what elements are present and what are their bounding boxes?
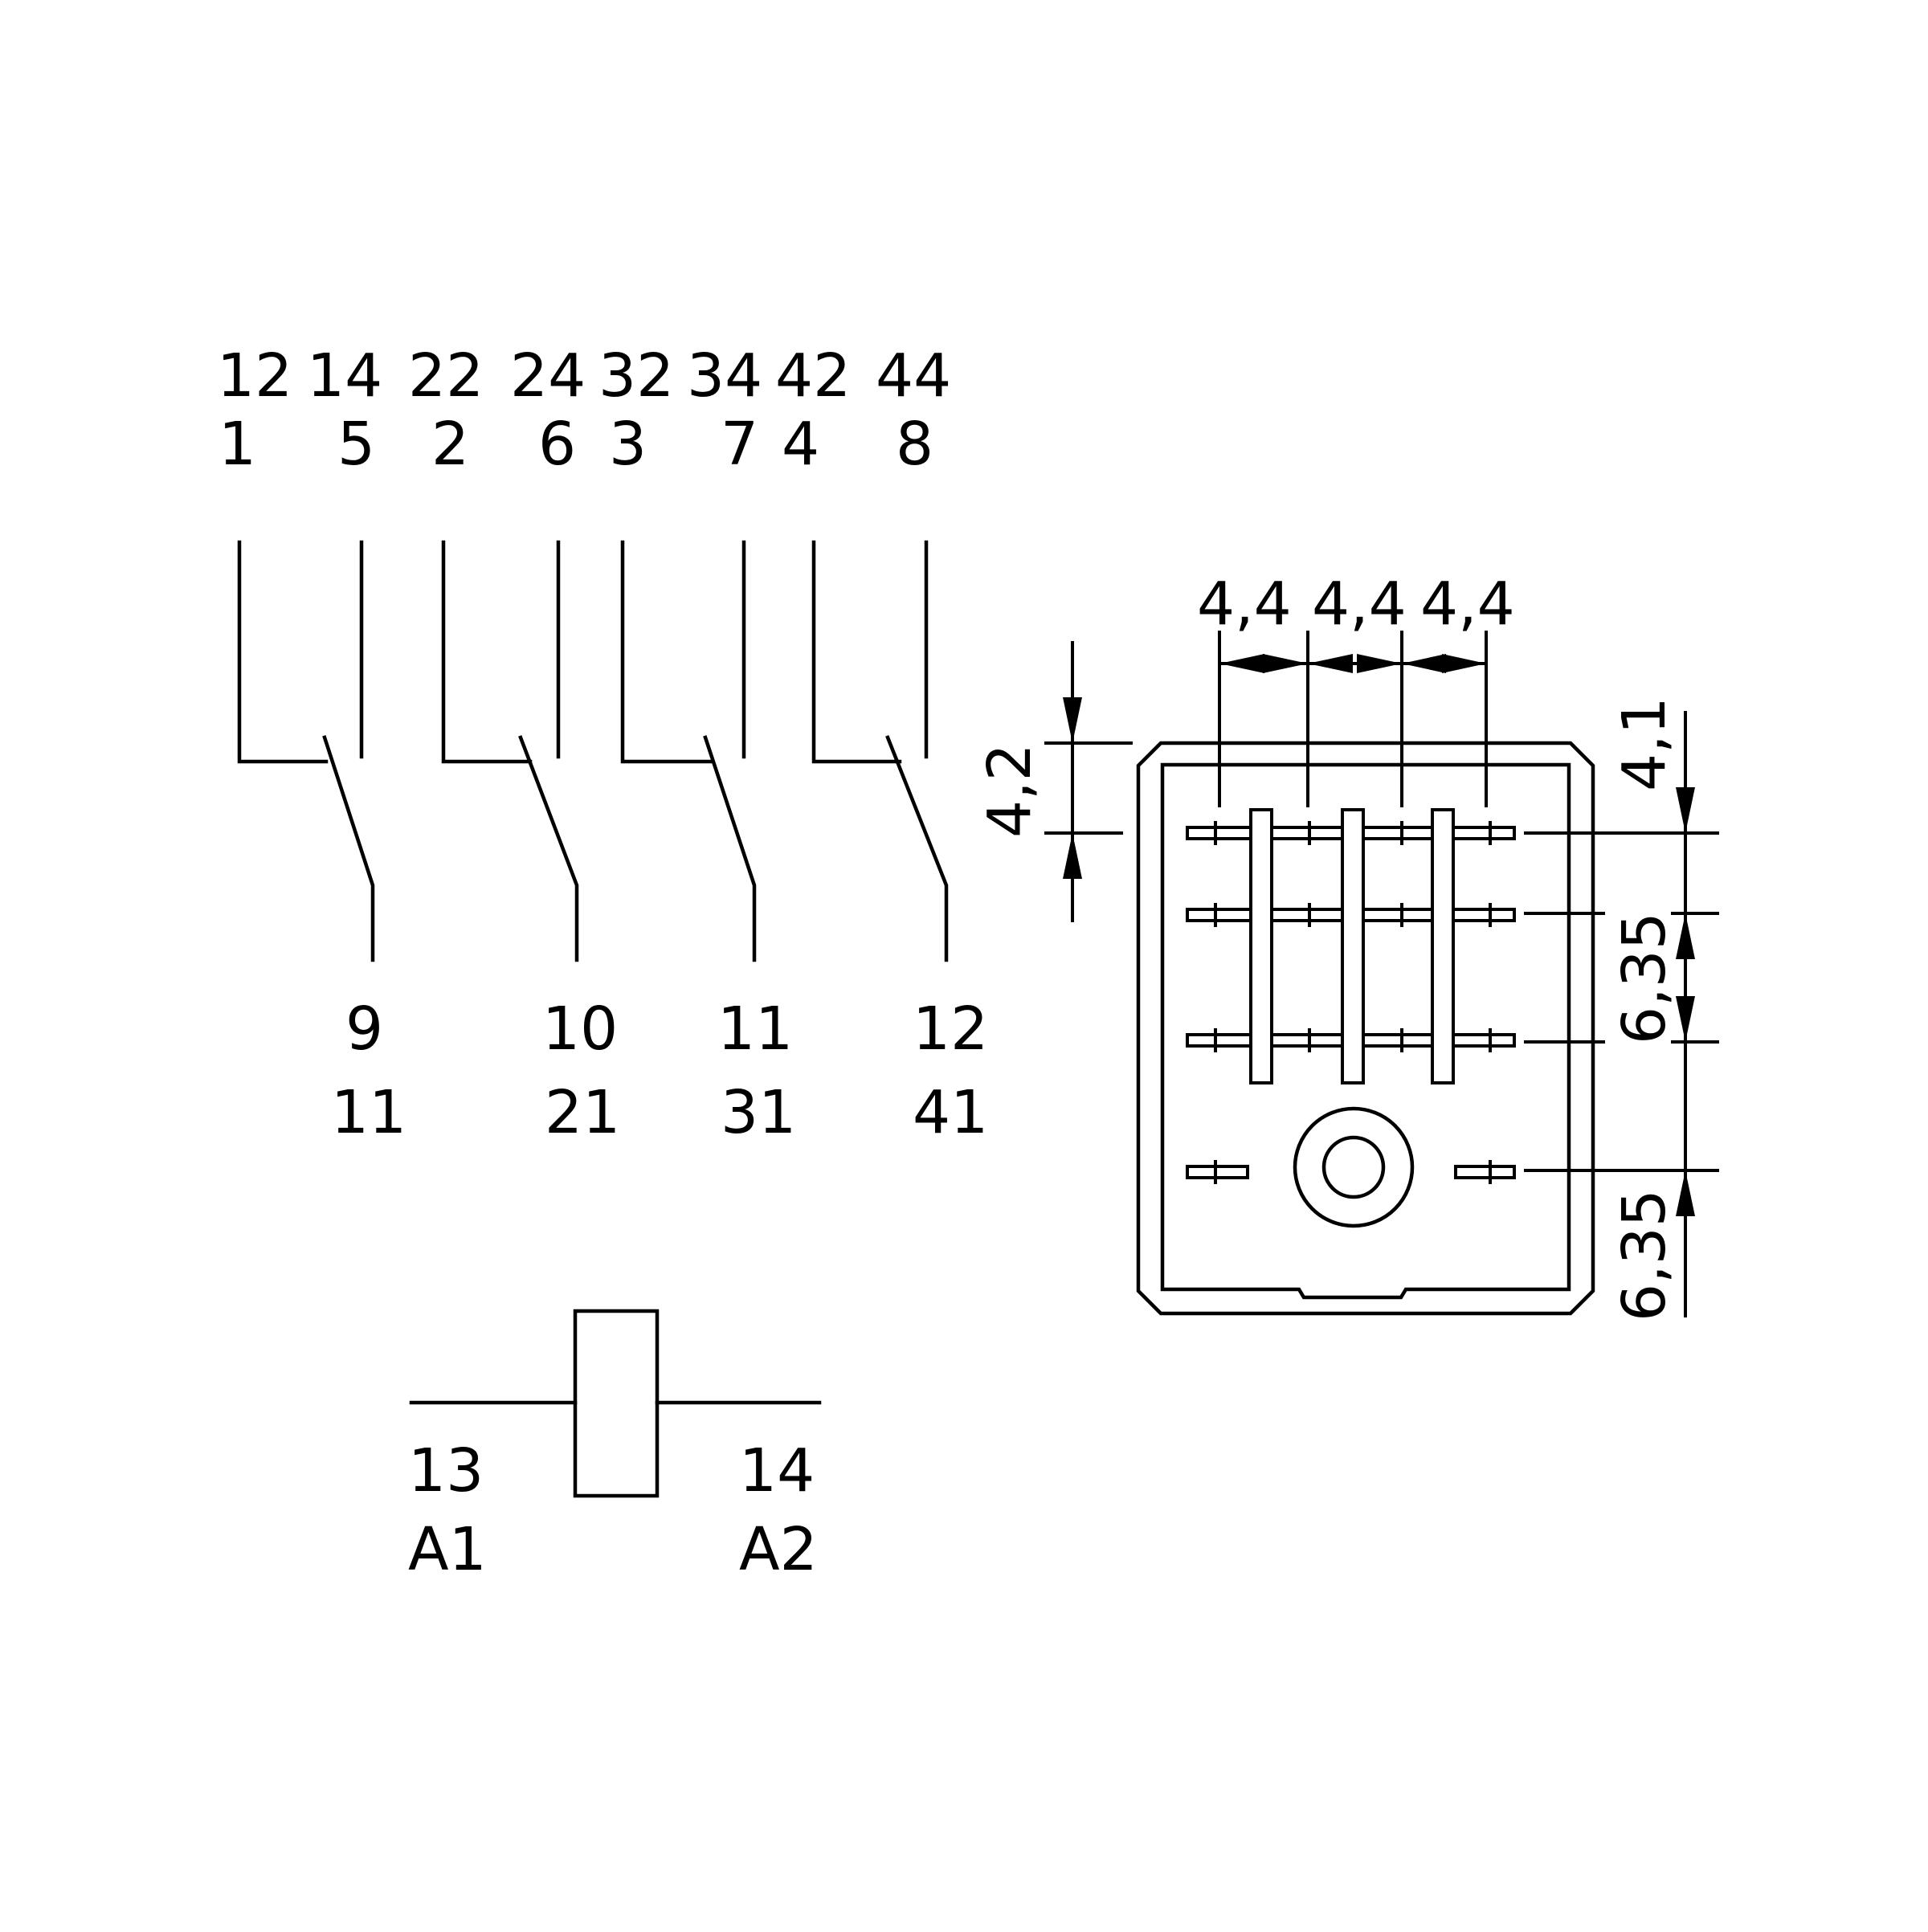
coil-terminal-13: 13: [408, 1436, 484, 1505]
changeover-contact-1: [237, 540, 375, 962]
contact-blade-2: [1341, 808, 1365, 1084]
pin-ticks: [1214, 903, 1492, 927]
contact-blade-3: [1431, 808, 1455, 1084]
changeover-contact-2: [441, 540, 579, 962]
terminal-label-6: 6: [538, 410, 576, 479]
terminal-label-2: 2: [431, 410, 469, 479]
switch-blade: [885, 735, 949, 962]
common-label-12: 12: [913, 995, 988, 1064]
locating-hole-outer: [1293, 1106, 1415, 1228]
socket-outer-outline: [1136, 741, 1595, 1316]
contact-label-32: 32: [598, 341, 674, 410]
dimension-label-6-35-upper: 6,35: [1610, 912, 1679, 1044]
top-pitch-dimensions: 4,4 4,4 4,4: [1197, 570, 1515, 807]
coil-terminal-a2: A2: [739, 1515, 818, 1584]
dimension-label-6-35-lower: 6,35: [1610, 1189, 1679, 1321]
nc-terminal-line: [811, 540, 902, 764]
coil-symbol: [573, 1309, 660, 1498]
changeover-contact-4: [811, 540, 949, 962]
coil-pin-left: [1186, 1160, 1249, 1184]
offset-label-4-2: 4,2: [975, 743, 1044, 838]
dimension-label-4-1: 4,1: [1610, 696, 1679, 791]
common-terminal-11: 11: [331, 1078, 406, 1147]
arrowhead: [1676, 1170, 1695, 1216]
socket-inner-outline: [1160, 762, 1571, 1300]
arrowhead: [1063, 697, 1082, 743]
terminal-label-4: 4: [782, 410, 819, 479]
terminal-label-7: 7: [721, 410, 758, 479]
common-label-11: 11: [717, 995, 793, 1064]
contact-label-44: 44: [876, 341, 951, 410]
switch-blade: [703, 735, 757, 962]
contact-label-42: 42: [775, 341, 851, 410]
contact-label-14: 14: [307, 341, 382, 410]
locating-hole-inner: [1321, 1135, 1386, 1199]
common-terminal-41: 41: [913, 1078, 988, 1147]
arrowhead: [1402, 654, 1446, 673]
arrowhead: [1357, 654, 1402, 673]
arrowhead: [1308, 654, 1353, 673]
contact-blade-1: [1249, 808, 1273, 1084]
contact-label-22: 22: [408, 341, 484, 410]
terminal-label-8: 8: [896, 410, 933, 479]
switch-blade: [518, 735, 579, 962]
contact-labels-top: 12 14 22 24 32 34 42 44 1 5 2 6 3 7 4 8: [217, 341, 951, 479]
contact-label-12: 12: [217, 341, 292, 410]
contact-label-24: 24: [510, 341, 586, 410]
extension-lines: [1218, 631, 1488, 807]
common-label-9: 9: [345, 995, 383, 1064]
pitch-label-2: 4,4: [1312, 570, 1407, 639]
pitch-label-3: 4,4: [1420, 570, 1515, 639]
coil-pin-right: [1454, 1160, 1516, 1184]
pin-ticks: [1214, 821, 1492, 845]
extension-lines: [1524, 831, 1719, 1172]
nc-terminal-line: [441, 540, 533, 764]
nc-terminal-line: [237, 540, 329, 764]
arrowhead: [1442, 654, 1486, 673]
relay-coil: 13 A1 14 A2: [408, 1309, 822, 1584]
nc-terminal-line: [620, 540, 713, 764]
changeover-contact-3: [620, 540, 757, 962]
coil-terminal-a1: A1: [408, 1515, 487, 1584]
socket-footprint: [1136, 741, 1595, 1316]
pitch-label-1: 4,4: [1197, 570, 1292, 639]
arrowhead: [1063, 833, 1082, 879]
arrowhead: [1676, 913, 1695, 959]
arrowhead: [1263, 654, 1308, 673]
common-terminal-31: 31: [721, 1078, 796, 1147]
contact-labels-bottom: 9 10 11 12 11 21 31 41: [331, 995, 988, 1147]
switch-blade: [322, 735, 375, 962]
contact-label-34: 34: [687, 341, 762, 410]
coil-terminal-14: 14: [739, 1436, 815, 1505]
right-pitch-dimensions: 4,1 6,35 6,35: [1524, 696, 1719, 1321]
terminal-label-3: 3: [609, 410, 647, 479]
arrowhead: [1676, 787, 1695, 833]
common-label-10: 10: [542, 995, 618, 1064]
arrowhead: [1676, 996, 1695, 1042]
terminal-label-5: 5: [337, 410, 375, 479]
terminal-label-1: 1: [219, 410, 256, 479]
arrowhead: [1219, 654, 1264, 673]
coil-pin-bar: [1186, 1165, 1249, 1179]
extension-lines: [1044, 741, 1133, 835]
common-terminal-21: 21: [545, 1078, 620, 1147]
pin-ticks: [1214, 1028, 1492, 1052]
left-offset-dimension: 4,2: [975, 641, 1133, 922]
coil-pin-bar: [1454, 1165, 1516, 1179]
